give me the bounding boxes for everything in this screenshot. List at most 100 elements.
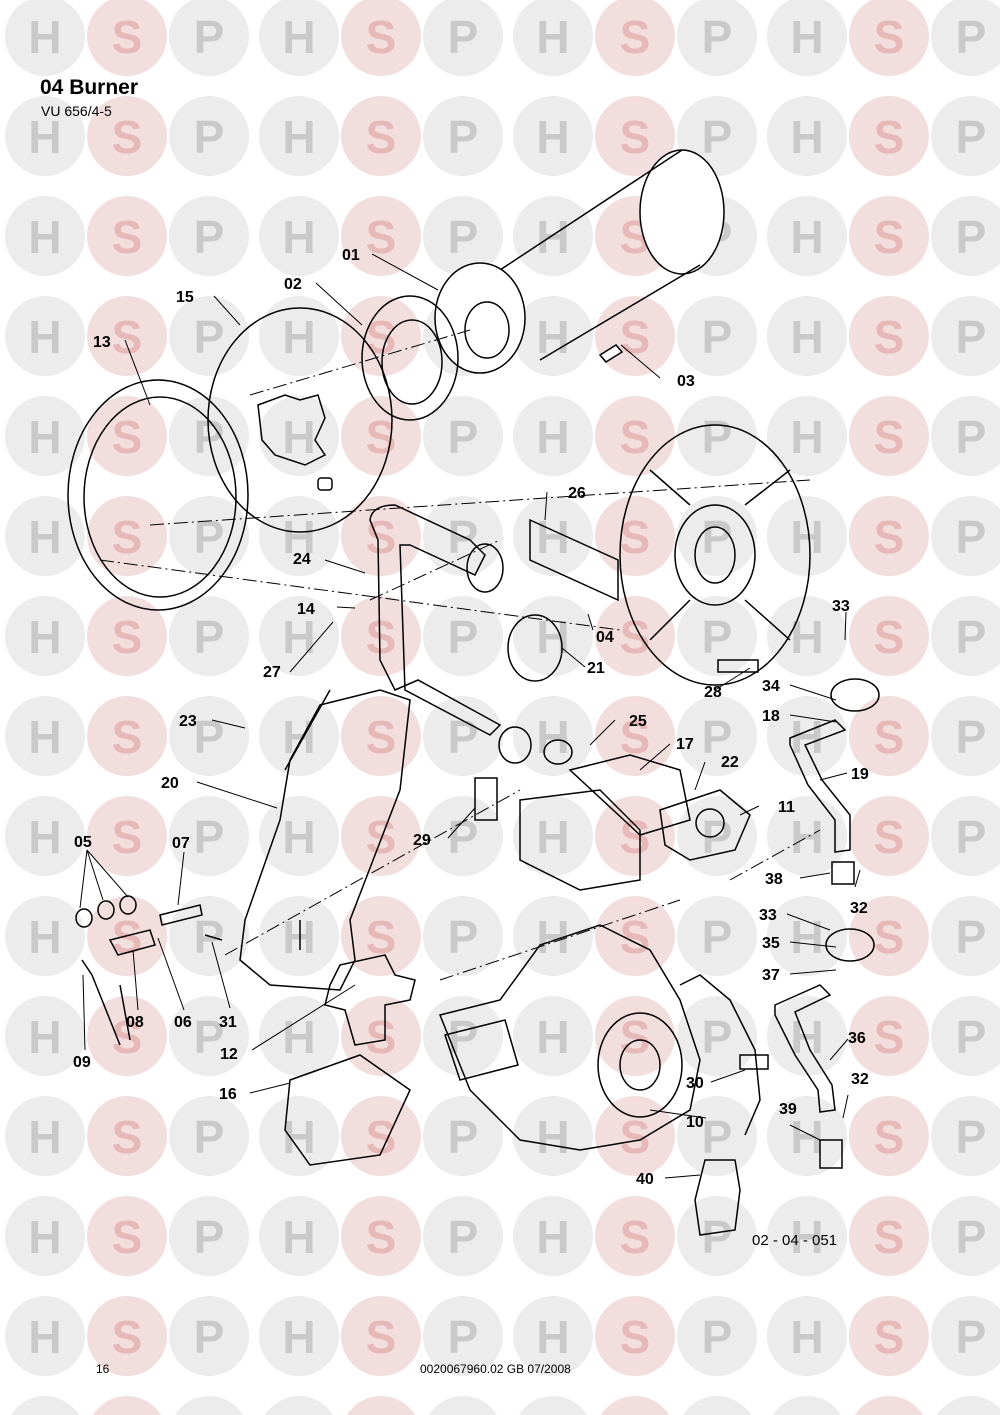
watermark-letter: P	[194, 111, 225, 163]
watermark-circle	[849, 396, 929, 476]
watermark-letter: H	[28, 111, 61, 163]
watermark-circle	[767, 696, 847, 776]
footer-page-number: 16	[96, 1362, 110, 1376]
watermark-letter: P	[702, 911, 733, 963]
part-label-13: 13	[93, 334, 111, 351]
watermark-circle	[259, 196, 339, 276]
watermark-circle	[849, 96, 929, 176]
watermark-letter: H	[282, 1411, 315, 1415]
watermark-circle	[169, 796, 249, 876]
watermark-letter: H	[536, 811, 569, 863]
manifold-part	[239, 689, 411, 991]
watermark-letter: S	[112, 1311, 143, 1363]
watermark-letter: P	[448, 11, 479, 63]
pipe-19-part	[789, 719, 851, 853]
diagram-code: 02 - 04 - 051	[752, 1232, 838, 1249]
label-leader-lines	[79, 253, 861, 1179]
watermark-circle	[341, 196, 421, 276]
watermark-circle	[849, 996, 929, 1076]
watermark-circle	[259, 1096, 339, 1176]
watermark-letter: S	[112, 1411, 143, 1415]
watermark-letter: S	[620, 311, 651, 363]
part-label-23: 23	[179, 713, 197, 730]
watermark-circle	[423, 396, 503, 476]
watermark-circle	[341, 1096, 421, 1176]
part-label-34: 34	[762, 678, 780, 695]
watermark-circle	[767, 396, 847, 476]
watermark-letter: P	[956, 1311, 987, 1363]
watermark-circle	[936, 1396, 1000, 1415]
watermark-letter: H	[28, 311, 61, 363]
watermark-letter: P	[194, 1211, 225, 1263]
watermark-circle	[87, 296, 167, 376]
watermark-circle	[341, 596, 421, 676]
watermark-circle	[87, 0, 167, 76]
watermark-letter: P	[448, 411, 479, 463]
watermark-circle	[169, 596, 249, 676]
part-label-32-secondary: 32	[851, 1071, 869, 1088]
part-label-02: 02	[284, 276, 302, 293]
watermark-letter: S	[874, 311, 905, 363]
part-label-03: 03	[677, 373, 695, 390]
watermark-letter: P	[448, 211, 479, 263]
watermark-circle	[264, 1396, 334, 1415]
part-label-39: 39	[779, 1101, 797, 1118]
watermark-circle	[169, 1296, 249, 1376]
flange-34-part	[830, 678, 880, 712]
watermark-circle	[169, 996, 249, 1076]
watermark-circle	[931, 896, 1000, 976]
watermark-circle	[600, 1396, 670, 1415]
watermark-circle	[5, 96, 85, 176]
watermark-circle	[423, 996, 503, 1076]
watermark-letter: P	[702, 311, 733, 363]
watermark-letter: H	[28, 11, 61, 63]
part-label-15: 15	[176, 289, 194, 306]
connector-part	[474, 777, 498, 821]
gasket-16-part	[284, 1054, 411, 1166]
watermark-circle	[931, 296, 1000, 376]
watermark-letter: H	[790, 211, 823, 263]
watermark-circle	[849, 796, 929, 876]
part-label-33: 33	[832, 598, 850, 615]
watermark-circle	[931, 996, 1000, 1076]
part-label-33-secondary: 33	[759, 907, 777, 924]
watermark-letter: S	[112, 811, 143, 863]
watermark-letter: S	[366, 611, 397, 663]
watermark-circle	[341, 1196, 421, 1276]
watermark-circle	[5, 996, 85, 1076]
watermark-letter: P	[194, 811, 225, 863]
watermark-letter: S	[112, 1111, 143, 1163]
watermark-letter: S	[366, 111, 397, 163]
watermark-circle	[767, 896, 847, 976]
watermark-letter: P	[702, 11, 733, 63]
watermark-letter: S	[620, 11, 651, 63]
watermark-letter: S	[112, 511, 143, 563]
watermark-circle	[169, 196, 249, 276]
watermark-letter: H	[282, 1311, 315, 1363]
watermark-letter: P	[448, 1411, 479, 1415]
watermark-circle	[849, 1296, 929, 1376]
watermark-circle	[87, 596, 167, 676]
watermark-letter: H	[790, 411, 823, 463]
watermark-letter: H	[282, 511, 315, 563]
part-label-11: 11	[778, 799, 795, 816]
watermark-circle	[169, 0, 249, 76]
watermark-letter: S	[620, 611, 651, 663]
part-label-35: 35	[762, 935, 780, 952]
part-label-38: 38	[765, 871, 783, 888]
part-label-05: 05	[74, 834, 92, 851]
watermark-circle	[259, 96, 339, 176]
watermark-circle	[849, 596, 929, 676]
watermark-circle	[931, 496, 1000, 576]
fan-part	[438, 924, 701, 1151]
part-label-27: 27	[263, 664, 281, 681]
watermark-letter: S	[112, 611, 143, 663]
watermark-circle	[595, 1296, 675, 1376]
flange-35-part	[825, 928, 875, 962]
watermark-letter: P	[956, 411, 987, 463]
watermark-letter: H	[28, 811, 61, 863]
part-label-22: 22	[721, 754, 739, 771]
watermark-letter: H	[536, 411, 569, 463]
watermark-circle	[5, 596, 85, 676]
part-label-25: 25	[629, 713, 647, 730]
